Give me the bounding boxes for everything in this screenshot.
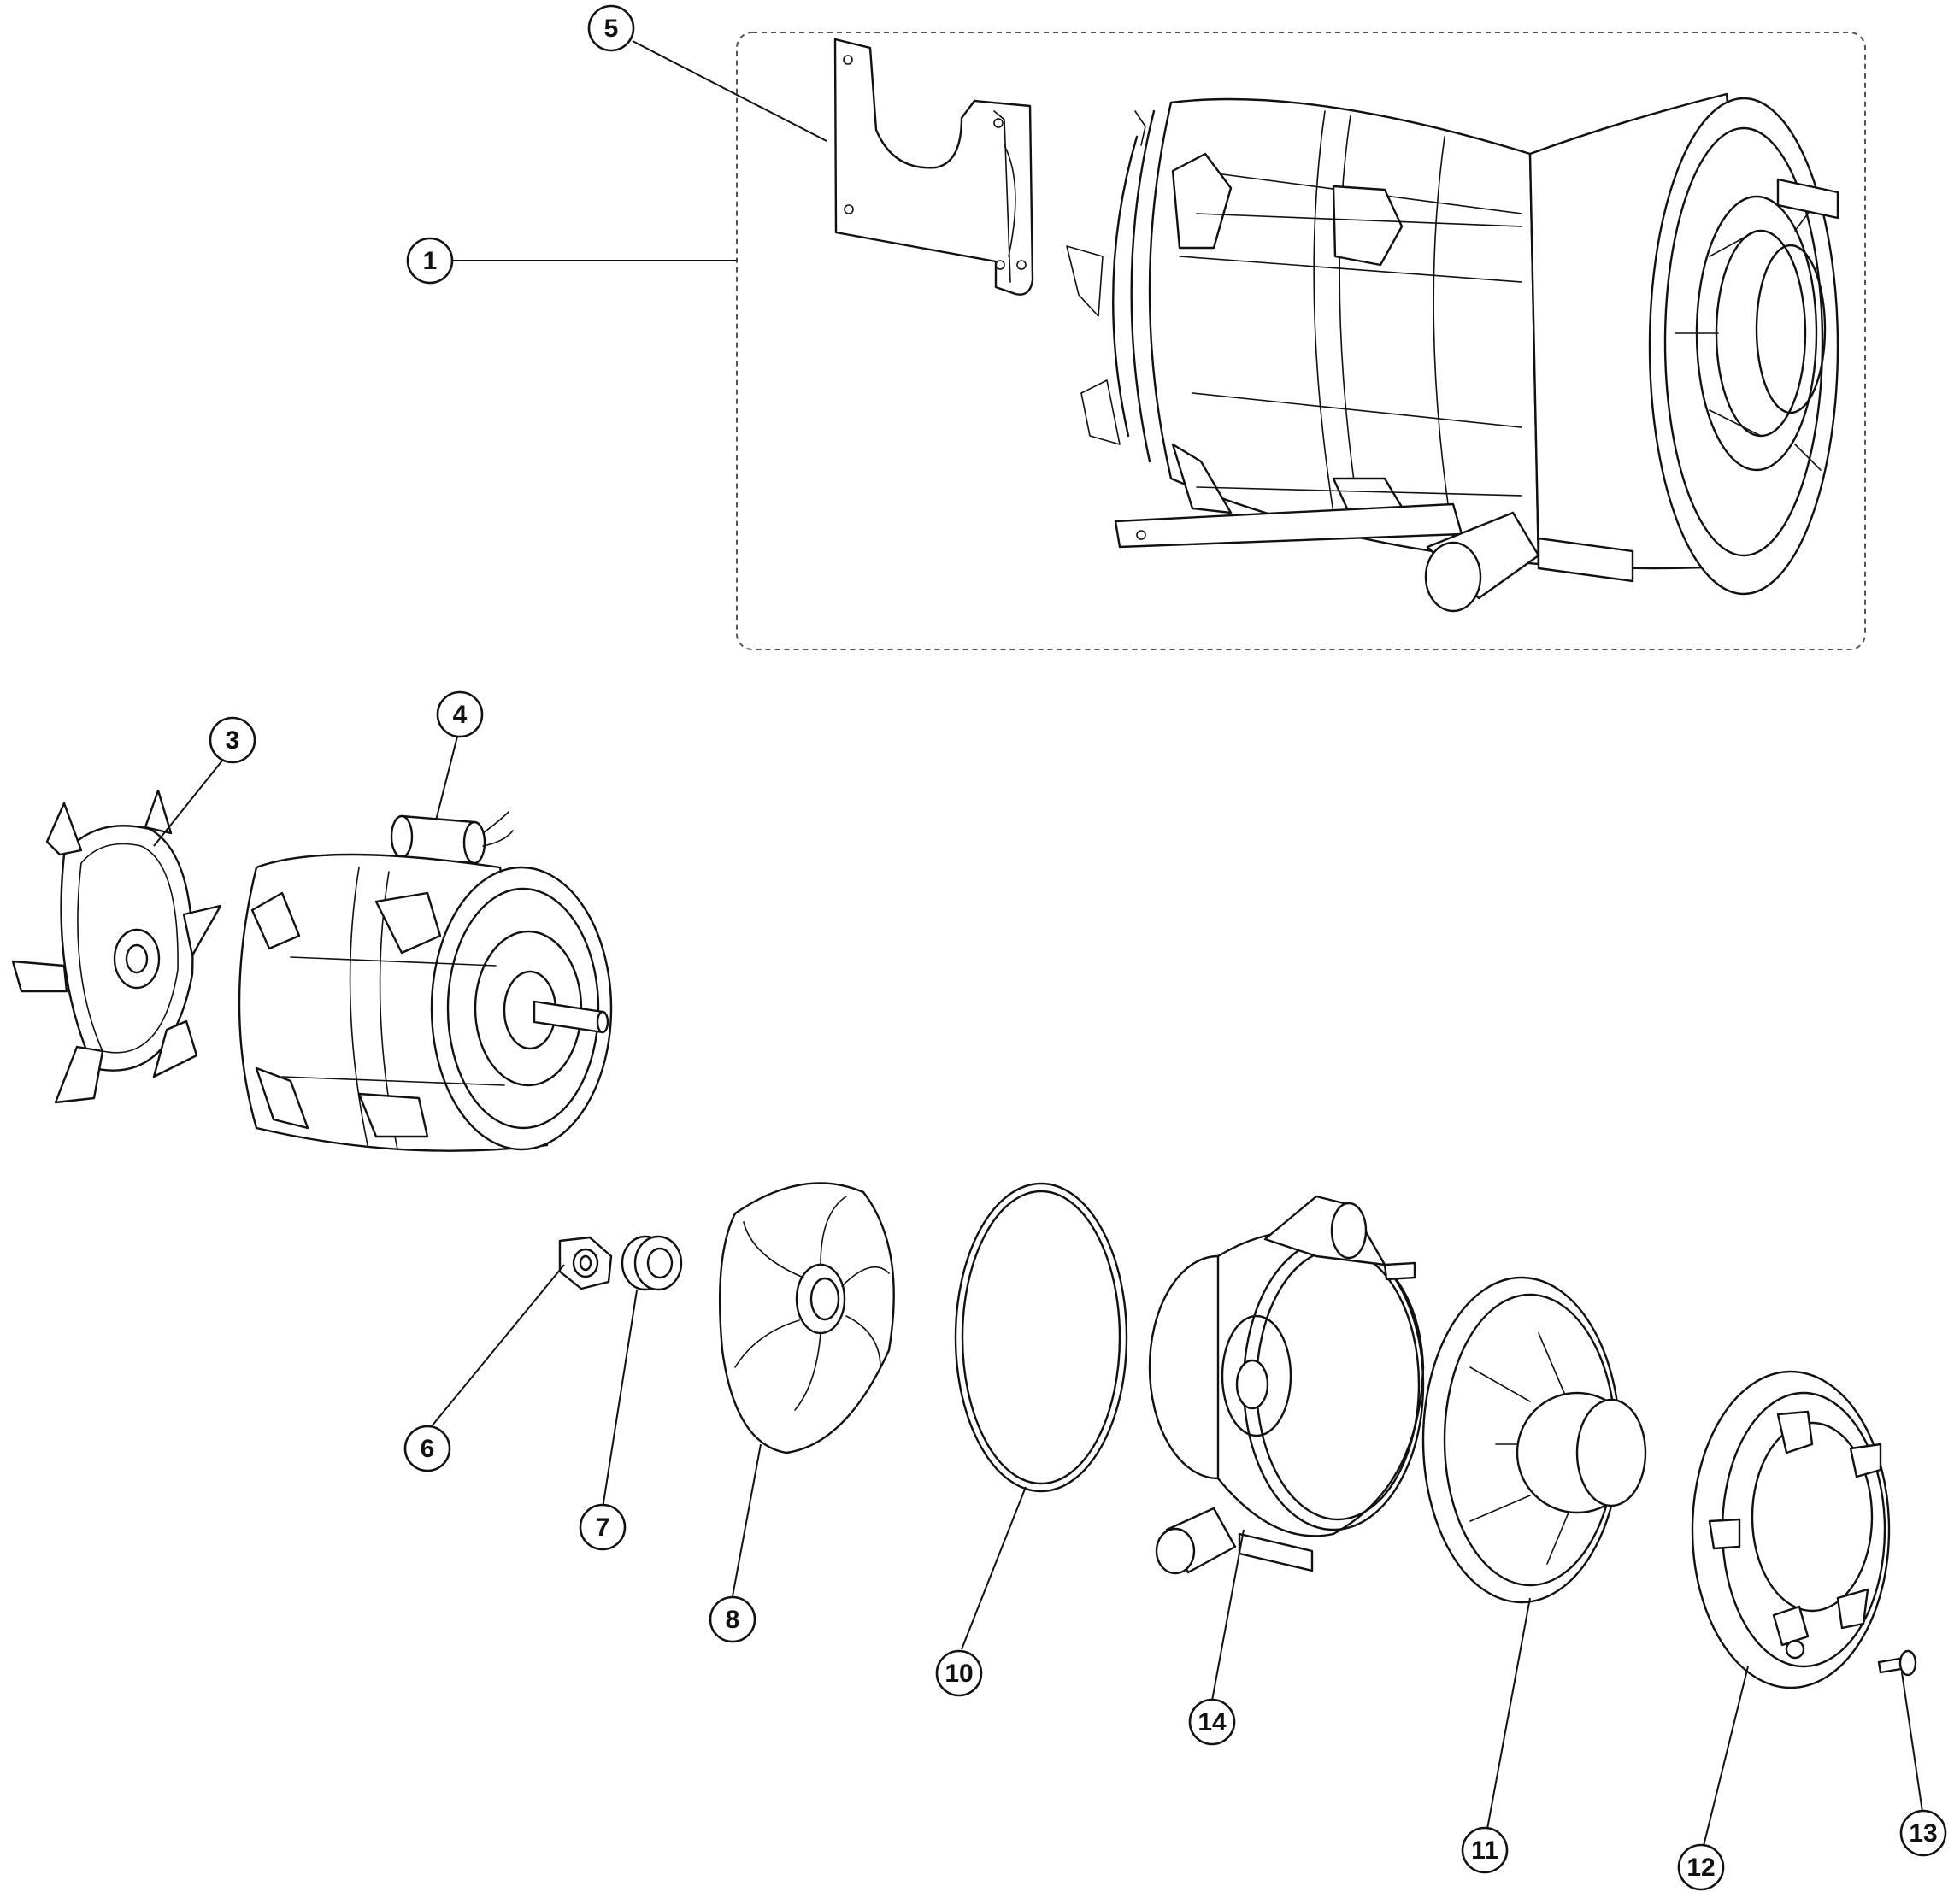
cover-plate[interactable]: [1691, 1370, 1891, 1689]
callout-4-label: 4: [453, 701, 468, 729]
callout-8-label: 8: [726, 1606, 740, 1634]
callout-11[interactable]: 11: [1461, 1826, 1509, 1874]
leader-4: [435, 736, 458, 821]
callout-4[interactable]: 4: [436, 690, 484, 738]
callout-7-label: 7: [596, 1513, 610, 1542]
callout-11-label: 11: [1471, 1836, 1498, 1865]
callout-1-label: 1: [423, 247, 438, 275]
callout-6-label: 6: [421, 1435, 435, 1463]
shaft-nut[interactable]: [558, 1236, 613, 1290]
screw[interactable]: [1877, 1649, 1917, 1677]
callout-6[interactable]: 6: [403, 1425, 451, 1472]
impeller[interactable]: [718, 1182, 895, 1454]
callout-13[interactable]: 13: [1899, 1809, 1947, 1857]
callout-13-label: 13: [1909, 1819, 1937, 1848]
leader-7: [602, 1290, 638, 1509]
o-ring[interactable]: [954, 1182, 1128, 1493]
cooling-fan[interactable]: [11, 789, 222, 1104]
leader-lines: [153, 40, 1923, 1847]
callout-3[interactable]: 3: [209, 716, 256, 764]
assembly-group-box: [736, 32, 1866, 650]
callout-5[interactable]: 5: [587, 4, 635, 52]
callout-7[interactable]: 7: [579, 1503, 627, 1551]
callout-3-label: 3: [226, 726, 240, 755]
pump-housing[interactable]: [1148, 1195, 1425, 1575]
leader-5: [632, 40, 827, 142]
callout-8[interactable]: 8: [709, 1595, 756, 1643]
leader-13: [1901, 1672, 1923, 1813]
shaft-seal[interactable]: [621, 1235, 683, 1291]
leader-3: [153, 760, 223, 847]
callout-14-label: 14: [1198, 1708, 1227, 1736]
mounting-bracket[interactable]: [833, 38, 1034, 296]
leader-10: [961, 1486, 1027, 1650]
leader-11: [1486, 1597, 1531, 1830]
callout-1[interactable]: 1: [406, 237, 454, 285]
callout-10-label: 10: [945, 1660, 973, 1688]
callout-12-label: 12: [1686, 1854, 1715, 1882]
motor[interactable]: [238, 853, 613, 1152]
callout-12[interactable]: 12: [1677, 1843, 1725, 1891]
callout-10[interactable]: 10: [935, 1649, 983, 1697]
leader-12: [1703, 1666, 1749, 1847]
leader-14: [1211, 1529, 1245, 1701]
capacitor[interactable]: [390, 811, 514, 865]
leader-6: [427, 1264, 565, 1432]
callout-14[interactable]: 14: [1188, 1698, 1236, 1746]
leader-8: [732, 1443, 762, 1597]
callout-5-label: 5: [604, 15, 619, 43]
pump-motor-assembly[interactable]: [1066, 92, 1839, 613]
diffuser[interactable]: [1421, 1276, 1647, 1604]
